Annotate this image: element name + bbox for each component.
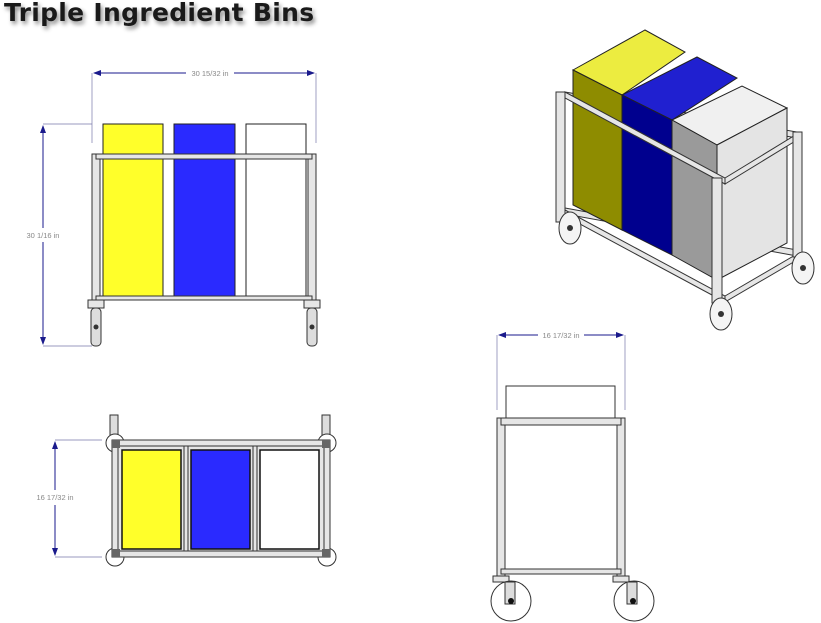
frame-rail [95,295,313,301]
bin-white [245,123,307,297]
front-view: 30 15/32 in 30 1/16 in [27,69,321,347]
caster [490,575,532,622]
bin-outline [505,385,616,421]
side-depth-label: 16 17/32 in [542,331,579,340]
bin-white [259,449,320,550]
caster [612,575,655,622]
bin-yellow [102,123,164,297]
top-view: 16 17/32 in [36,414,337,567]
bin-blue [621,94,673,256]
bin-yellow [121,449,182,550]
frame-rail [95,153,313,160]
bin-blue [173,123,236,297]
caster [87,299,105,347]
frame-post [307,153,317,303]
front-height-label: 30 1/16 in [27,231,60,240]
page-title: Triple Ingredient Bins [4,0,315,27]
bin-white [671,119,718,281]
caster [303,299,321,347]
front-width-label: 30 15/32 in [191,69,228,78]
top-depth-label: 16 17/32 in [36,493,73,502]
frame-post [91,153,101,303]
bin-blue [190,449,251,550]
side-view: 16 17/32 in [490,331,655,622]
isometric-view [555,29,815,331]
bin-yellow [572,69,623,231]
